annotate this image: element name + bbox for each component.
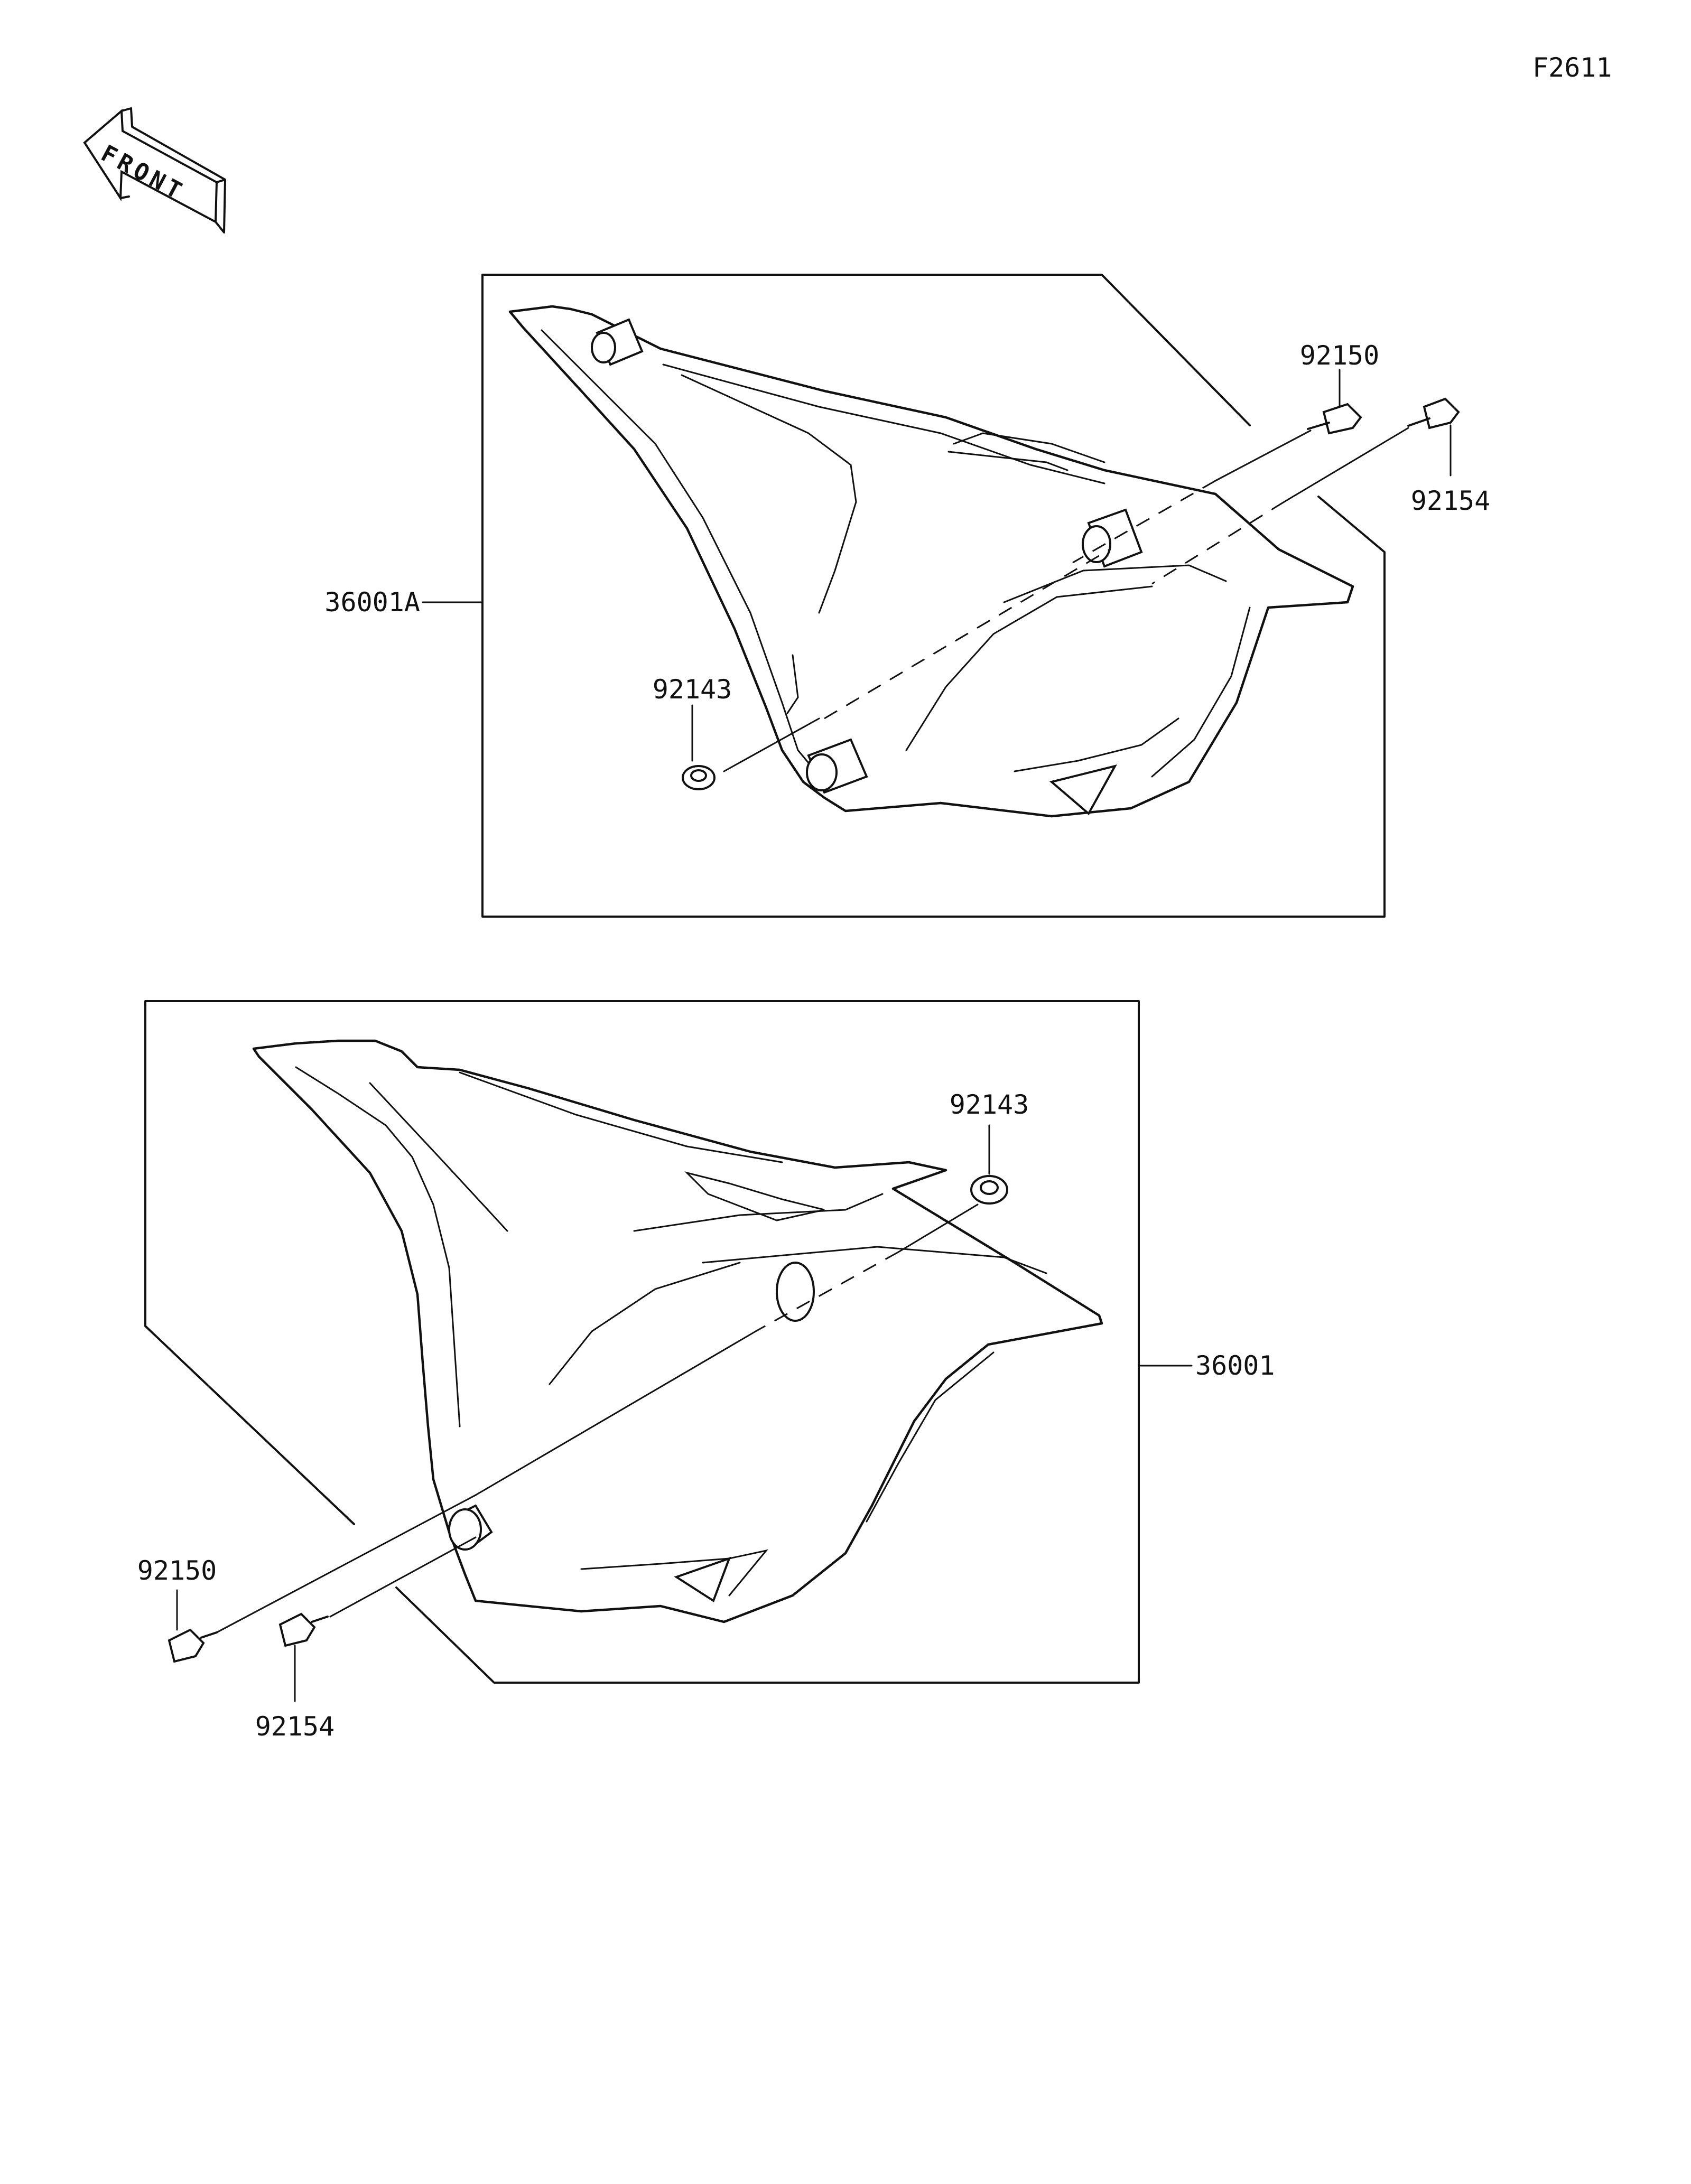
mount-hole (776, 1262, 815, 1322)
collar-92143 (970, 1175, 1008, 1205)
side-cover-36001 (252, 1039, 1103, 1623)
bolt-92150 (168, 1589, 218, 1663)
figure-code: F2611 (1532, 52, 1612, 83)
mount-boss (806, 738, 868, 794)
bolt-92154 (278, 1612, 329, 1702)
callout-92150-upper: 92150 (1300, 340, 1380, 371)
side-cover-36001a (508, 305, 1354, 818)
upper-group: 36001A 92150 92154 92143 (324, 274, 1491, 918)
callout-92154-lower: 92154 (255, 1711, 335, 1742)
bolt-92150 (1307, 369, 1362, 435)
front-arrow-icon: FRONT (83, 107, 226, 234)
collar-92143 (682, 765, 716, 790)
lower-group-frame (144, 1000, 1140, 1684)
callout-92143-lower: 92143 (950, 1089, 1029, 1120)
upper-group-frame (481, 274, 1386, 918)
lower-group: 36001 92143 92150 92154 (137, 1000, 1275, 1742)
callout-92150-lower: 92150 (137, 1555, 217, 1586)
bolt-92154 (1407, 397, 1460, 477)
callout-92143-upper: 92143 (653, 674, 732, 705)
callout-36001: 36001 (1195, 1350, 1275, 1381)
callout-36001a: 36001A (324, 587, 420, 618)
mount-boss (591, 318, 644, 366)
callout-92154-upper: 92154 (1411, 486, 1491, 516)
